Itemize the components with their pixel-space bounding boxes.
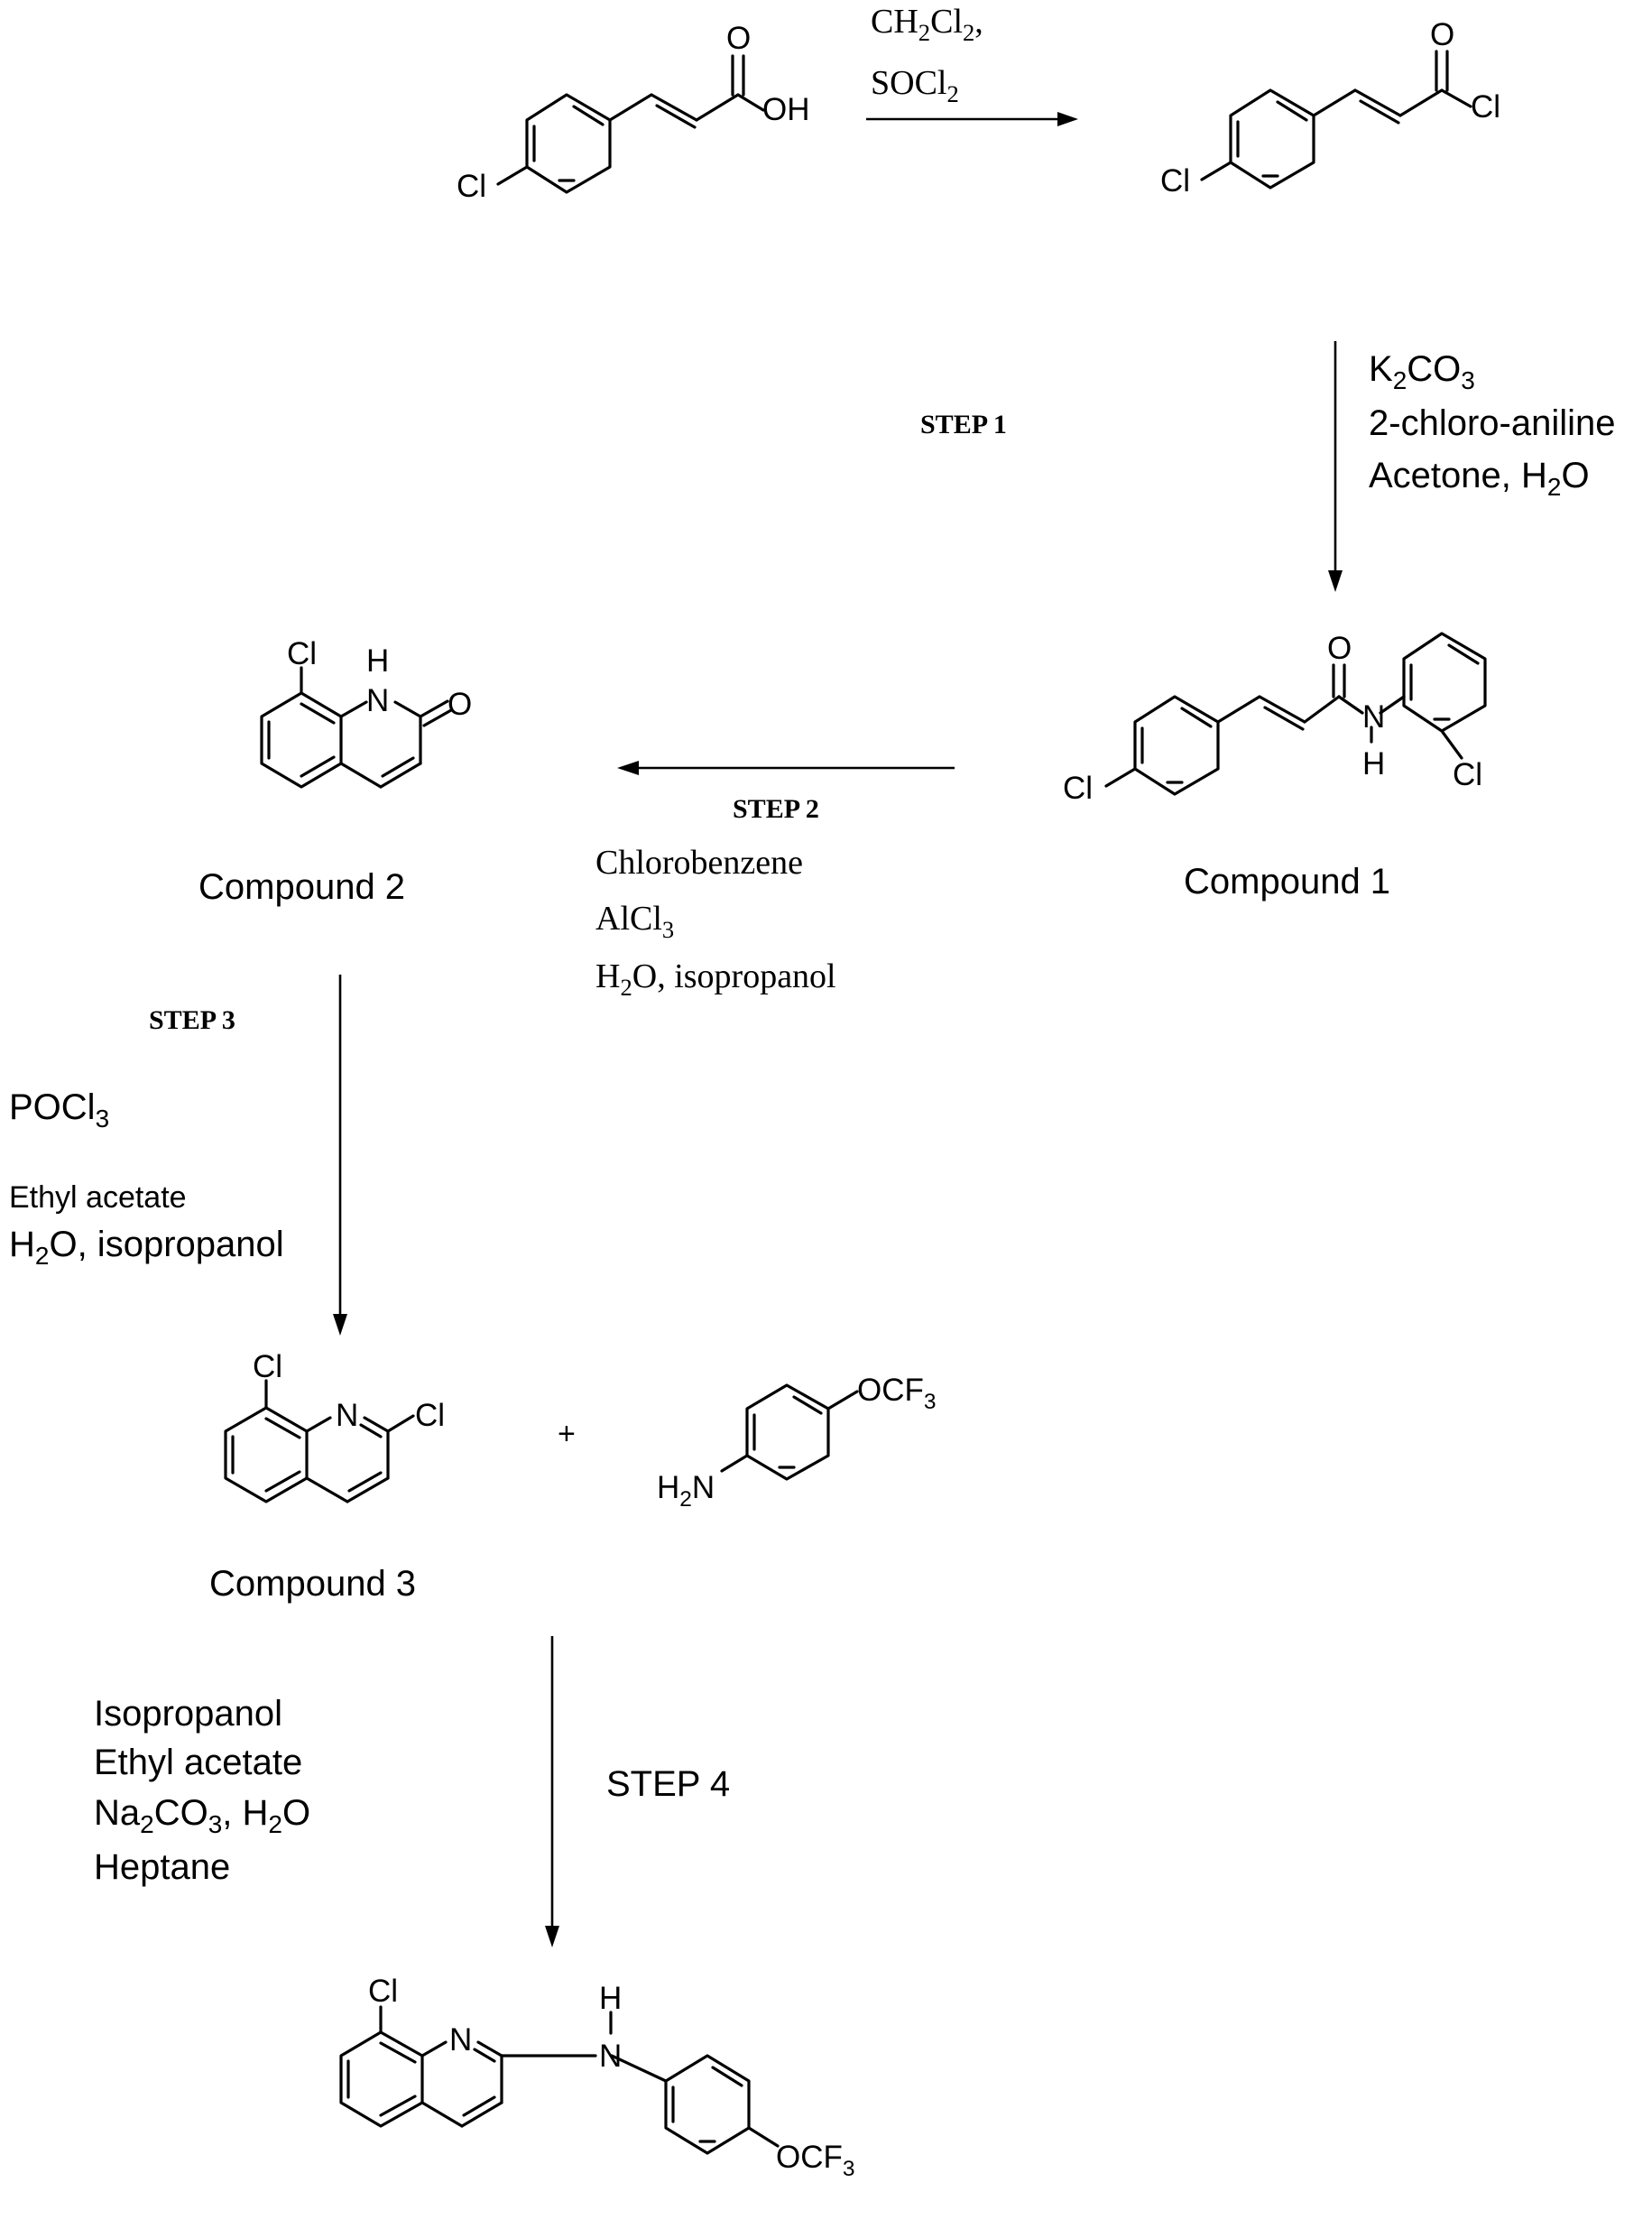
atom-label: Cl [1063,771,1093,806]
atom-label: N [599,2039,622,2074]
atom-label: OCF3 [776,2140,855,2181]
reagent-text: AlCl3 [595,900,674,943]
final-product-structure [341,2007,778,2153]
reagent-text: Ethyl acetate [9,1180,187,1215]
reagent-text: Acetone, H2O [1369,456,1590,501]
atom-label: Cl [457,169,486,204]
reagent-text: POCl3 [9,1087,109,1133]
atom-label: OH [762,92,810,127]
atom-label: Cl [1160,163,1190,199]
reagent-text: CH2Cl2, [871,3,983,46]
reagent-text: Na2CO3, H2O [94,1793,310,1838]
compound-3-label: Compound 3 [209,1564,416,1604]
atom-label: Cl [1471,89,1500,125]
reagent-text: H2O, isopropanol [9,1225,284,1270]
atom-label: Cl [415,1398,445,1433]
atom-label: N [366,683,389,718]
atom-label: N [1362,699,1385,735]
step-4-label: STEP 4 [606,1764,730,1804]
reagent-text: Isopropanol [94,1694,282,1734]
compound-1-structure [1106,633,1485,794]
atom-label: H [1362,746,1385,781]
cinnamic-acid-structure [498,56,763,192]
reagent-text: H2O, isopropanol [595,957,836,1001]
atom-label: H [366,643,389,679]
reagent-text: Chlorobenzene [595,844,803,882]
atom-label: N [336,1398,358,1433]
arrow-head [1057,112,1078,126]
atom-label: O [1430,17,1454,52]
aniline-structure [722,1385,857,1479]
reagent-text: K2CO3 [1369,349,1475,394]
atom-label: O [448,687,472,722]
compound-1-label: Compound 1 [1184,862,1390,902]
arrow-head [333,1314,347,1336]
arrow-head [545,1926,559,1947]
step-1-label: STEP 1 [920,410,1007,439]
atom-label: Cl [287,636,317,671]
atom-label: N [449,2022,472,2058]
acyl-chloride-structure [1202,51,1471,188]
reagent-text: Heptane [94,1847,230,1887]
atom-label: Cl [253,1349,282,1384]
arrow-head [1328,570,1343,592]
compound-2-structure [262,668,451,787]
compound-3-structure [226,1381,413,1502]
atom-label: Cl [1453,757,1482,792]
compound-2-label: Compound 2 [198,867,405,907]
atom-label: Cl [368,1974,398,2009]
reagent-text: Ethyl acetate [94,1743,302,1782]
atom-label: O [726,21,751,56]
plus-sign: + [558,1417,576,1451]
atom-label: OCF3 [857,1373,937,1414]
atom-label: H2N [657,1470,715,1512]
arrow-head [617,761,639,775]
reagent-text: SOCl2 [871,64,959,107]
atom-label: H [599,1981,622,2016]
atom-label: O [1327,631,1352,666]
step-3-label: STEP 3 [149,1005,235,1035]
reagent-text: 2-chloro-aniline [1369,403,1615,443]
step-2-label: STEP 2 [733,794,819,824]
